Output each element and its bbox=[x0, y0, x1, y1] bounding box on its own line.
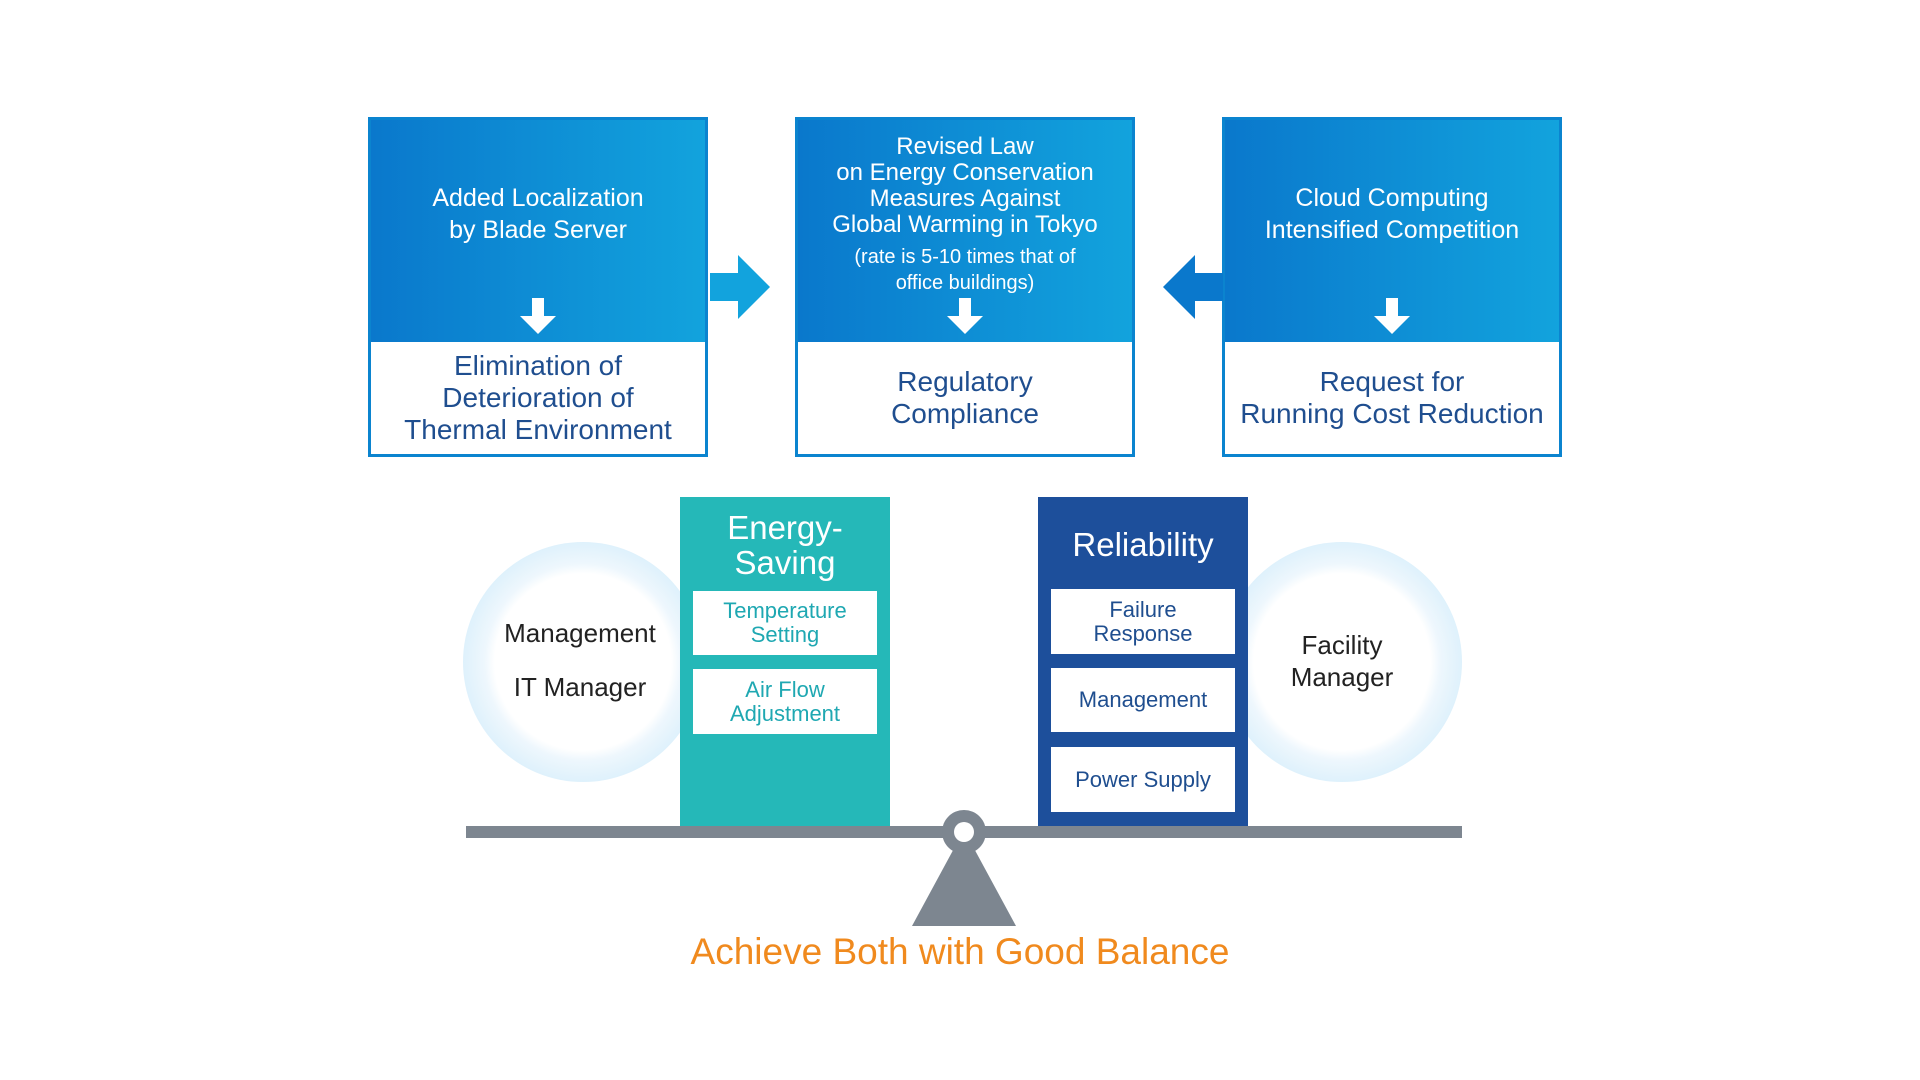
it-manager-label: IT Manager bbox=[513, 672, 647, 702]
failure-response-item: Failure Response bbox=[1051, 589, 1235, 654]
reliability-title: Reliability bbox=[1072, 526, 1214, 563]
driver-result-text: Elimination of Deterioration of Thermal … bbox=[404, 350, 672, 445]
driver-header-note: (rate is 5-10 times that of office build… bbox=[854, 246, 1076, 294]
facility-manager-label: Facility Manager bbox=[1290, 630, 1394, 692]
left-arrow-icon bbox=[1163, 255, 1223, 319]
down-arrow-icon bbox=[1374, 298, 1410, 334]
temperature-setting-item: Temperature Setting bbox=[693, 591, 877, 655]
reliability-panel: Reliability Failure Response Management … bbox=[1038, 497, 1248, 826]
driver-header-panel: Cloud Computing Intensified Competition bbox=[1225, 120, 1559, 342]
energy-saving-panel: Energy- Saving Temperature Setting Air F… bbox=[680, 497, 890, 826]
right-arrow-icon bbox=[710, 255, 770, 319]
driver-header-text: Revised Law on Energy Conservation Measu… bbox=[832, 133, 1098, 238]
down-arrow-icon bbox=[947, 298, 983, 334]
driver-result-text: Request for Running Cost Reduction bbox=[1240, 366, 1544, 429]
tagline-text: Achieve Both with Good Balance bbox=[690, 931, 1230, 972]
driver-header-panel: Revised Law on Energy Conservation Measu… bbox=[798, 120, 1132, 342]
power-supply-item: Power Supply bbox=[1051, 747, 1235, 812]
driver-box-blade-server: Added Localization by Blade Server Elimi… bbox=[368, 117, 708, 457]
driver-box-cloud-computing: Cloud Computing Intensified Competition … bbox=[1222, 117, 1562, 457]
right-halo-circle bbox=[1222, 542, 1462, 782]
driver-header-text: Added Localization by Blade Server bbox=[432, 184, 644, 244]
driver-header-panel: Added Localization by Blade Server bbox=[371, 120, 705, 342]
driver-box-revised-law: Revised Law on Energy Conservation Measu… bbox=[795, 117, 1135, 457]
driver-header-text: Cloud Computing Intensified Competition bbox=[1264, 184, 1520, 244]
down-arrow-icon bbox=[520, 298, 556, 334]
air-flow-adjustment-item: Air Flow Adjustment bbox=[693, 669, 877, 734]
management-label: Management bbox=[504, 618, 656, 648]
management-item: Management bbox=[1051, 668, 1235, 732]
energy-saving-title: Energy- Saving bbox=[727, 509, 843, 581]
driver-result-text: Regulatory Compliance bbox=[891, 366, 1039, 429]
fulcrum-icon bbox=[912, 810, 1016, 926]
left-halo-circle bbox=[463, 542, 703, 782]
